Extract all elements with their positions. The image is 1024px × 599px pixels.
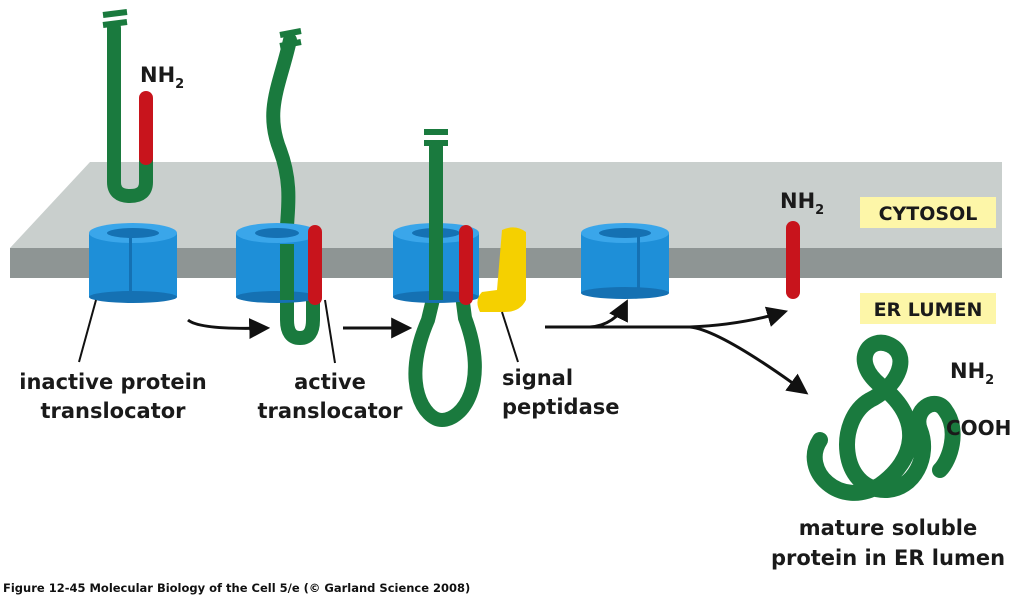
arrow-3-to-translocator [589, 299, 628, 329]
translocator-active [236, 223, 318, 303]
er-lumen-label: ER LUMEN [874, 299, 983, 321]
polypeptide-loop-3 [408, 288, 482, 428]
mature-protein-label-line1: mature soluble [799, 516, 978, 540]
chain-break-1b [102, 19, 128, 28]
arrow-3-to-signal [689, 306, 789, 329]
figure-caption: Figure 12-45 Molecular Biology of the Ce… [3, 581, 470, 595]
mature-folded-protein [806, 334, 961, 501]
arrow-3-to-mature [689, 325, 809, 395]
arrow-1 [187, 318, 271, 340]
chain-break-2b [279, 39, 302, 49]
er-lumen-tag-bg [860, 293, 996, 324]
chain-break-1a [102, 9, 128, 18]
signal-peptidase-label-line2: peptidase [502, 395, 620, 419]
cytosol-tag-bg [860, 197, 996, 228]
pointer-lines [78, 299, 519, 364]
pointer-active [324, 299, 336, 364]
stage-1-inactive [89, 9, 177, 303]
translocator-reset [581, 223, 669, 299]
inactive-translocator-label-line2: translocator [40, 399, 186, 423]
arrows [187, 299, 809, 395]
mature-protein-label-line2: protein in ER lumen [771, 546, 1005, 570]
nh2-label-top: NH2 [140, 63, 184, 92]
active-translocator-label-line1: active [294, 370, 366, 394]
nh2-label-middle: NH2 [780, 189, 824, 218]
stage-4-inactive [581, 223, 669, 299]
pointer-inactive [78, 299, 97, 363]
cytosol-label: CYTOSOL [879, 203, 978, 225]
active-translocator-label-line2: translocator [257, 399, 403, 423]
polypeptide-chain-1 [107, 21, 153, 204]
stage-2-active [236, 28, 322, 346]
nh2-label-right: NH2 [950, 359, 994, 388]
stage-3-cleavage [393, 129, 526, 428]
chain-break-2a [279, 28, 302, 38]
signal-peptidase [477, 227, 526, 312]
signal-peptidase-label-line1: signal [502, 366, 573, 390]
inactive-translocator-label-line1: inactive protein [19, 370, 207, 394]
cooh-label: COOH [946, 416, 1011, 440]
translocator-inactive [89, 223, 177, 303]
pointer-peptidase [501, 311, 519, 363]
